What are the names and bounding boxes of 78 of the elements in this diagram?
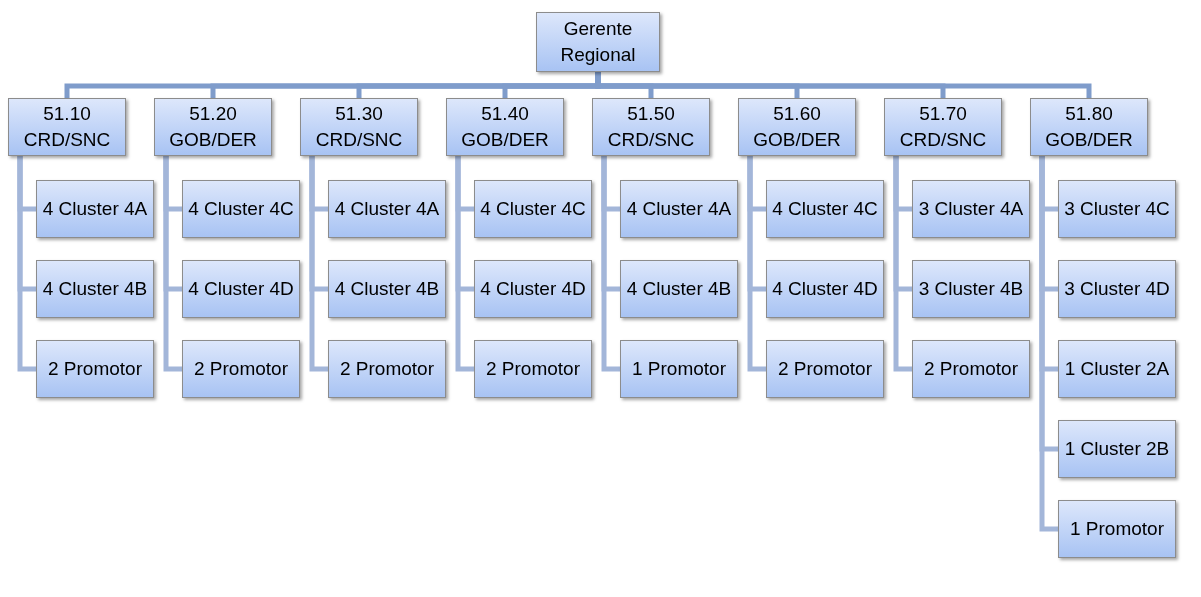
box-label: 4 Cluster 4C	[772, 197, 878, 221]
box-label: 51.60 GOB/DER	[752, 102, 842, 152]
box-label: 4 Cluster 4C	[480, 197, 586, 221]
org-box	[36, 180, 154, 238]
box-label: 4 Cluster 4B	[626, 277, 732, 301]
org-box	[328, 180, 446, 238]
org-box	[738, 98, 856, 156]
org-box	[912, 260, 1030, 318]
org-box	[766, 180, 884, 238]
org-box	[154, 98, 272, 156]
org-box	[620, 180, 738, 238]
org-box	[1058, 260, 1176, 318]
org-box	[536, 12, 660, 72]
org-box	[300, 98, 418, 156]
box-label: 4 Cluster 4C	[188, 197, 294, 221]
box-label: 51.30 CRD/SNC	[314, 102, 404, 152]
org-box	[182, 180, 300, 238]
org-box	[1058, 180, 1176, 238]
box-label: 51.20 GOB/DER	[168, 102, 258, 152]
org-box	[620, 260, 738, 318]
box-label: 1 Promotor	[632, 357, 726, 381]
box-label: 4 Cluster 4A	[334, 197, 440, 221]
box-label: 51.70 CRD/SNC	[898, 102, 988, 152]
box-label: 4 Cluster 4B	[334, 277, 440, 301]
org-box	[912, 180, 1030, 238]
org-box	[446, 98, 564, 156]
box-label: 51.50 CRD/SNC	[606, 102, 696, 152]
box-label: 2 Promotor	[778, 357, 872, 381]
box-label: 3 Cluster 4D	[1064, 277, 1170, 301]
box-label: 2 Promotor	[486, 357, 580, 381]
connector-line	[601, 156, 620, 372]
box-label: 4 Cluster 4D	[480, 277, 586, 301]
box-label: 1 Cluster 2A	[1064, 357, 1170, 381]
box-label: 51.40 GOB/DER	[460, 102, 550, 152]
box-label: 4 Cluster 4A	[42, 197, 148, 221]
box-label: 51.10 CRD/SNC	[22, 102, 112, 152]
org-box	[1058, 500, 1176, 558]
box-label: 2 Promotor	[340, 357, 434, 381]
box-label: 3 Cluster 4C	[1064, 197, 1170, 221]
org-box	[182, 260, 300, 318]
org-box	[36, 340, 154, 398]
org-box	[474, 260, 592, 318]
org-box	[182, 340, 300, 398]
org-box	[912, 340, 1030, 398]
org-box	[328, 340, 446, 398]
org-box	[36, 260, 154, 318]
connector-line	[747, 156, 766, 372]
org-box	[592, 98, 710, 156]
org-box	[1030, 98, 1148, 156]
org-box	[474, 340, 592, 398]
box-label: 3 Cluster 4A	[918, 197, 1024, 221]
connector-line	[17, 156, 36, 372]
org-box	[766, 340, 884, 398]
box-label: 2 Promotor	[924, 357, 1018, 381]
org-box	[766, 260, 884, 318]
org-box	[328, 260, 446, 318]
org-box	[884, 98, 1002, 156]
box-label: 51.80 GOB/DER	[1044, 102, 1134, 152]
org-box	[1058, 340, 1176, 398]
box-label: 3 Cluster 4B	[918, 277, 1024, 301]
connector-line	[455, 156, 474, 372]
org-box	[8, 98, 126, 156]
box-label: 1 Promotor	[1070, 517, 1164, 541]
box-label: 4 Cluster 4A	[626, 197, 732, 221]
box-label: 4 Cluster 4B	[42, 277, 148, 301]
connector-line	[893, 156, 912, 372]
org-box	[474, 180, 592, 238]
box-label: 2 Promotor	[194, 357, 288, 381]
connector-line	[163, 156, 182, 372]
box-label: 4 Cluster 4D	[772, 277, 878, 301]
box-label: 1 Cluster 2B	[1064, 437, 1170, 461]
org-box	[1058, 420, 1176, 478]
connector-line	[309, 156, 328, 372]
connector-line	[1039, 156, 1058, 532]
box-label: 2 Promotor	[48, 357, 142, 381]
box-label: 4 Cluster 4D	[188, 277, 294, 301]
org-box	[620, 340, 738, 398]
box-label: Gerente Regional	[559, 17, 637, 67]
